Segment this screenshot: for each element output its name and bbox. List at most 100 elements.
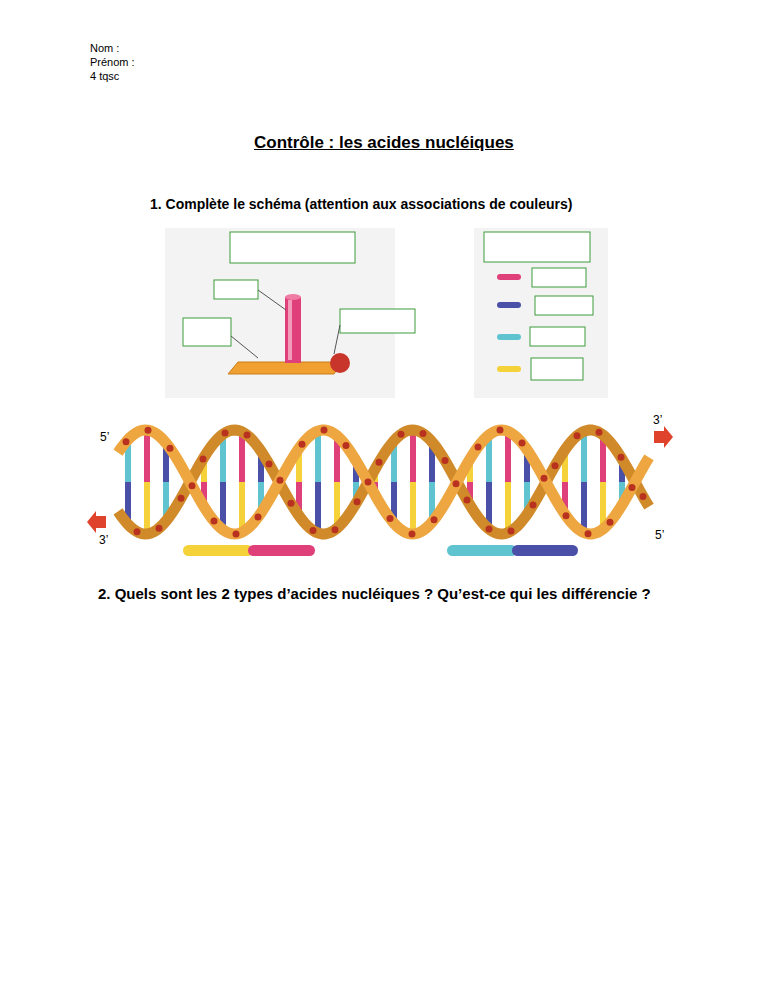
pair-bar (183, 545, 253, 556)
base-bar (497, 334, 521, 340)
question: 1. Complète le schéma (attention aux ass… (150, 196, 572, 212)
phosphate-dot (211, 517, 218, 524)
base-pair (581, 435, 587, 482)
sugar-plank (228, 362, 342, 374)
answer-box (340, 309, 415, 333)
phosphate-dot (552, 462, 559, 469)
base-pair (220, 482, 226, 526)
phosphate-dot (596, 429, 603, 436)
phosphate-dot (464, 496, 471, 503)
leader-line (334, 325, 340, 354)
pair-bar (512, 545, 578, 556)
base-pair (486, 482, 492, 525)
answer-box (531, 358, 583, 380)
answer-box (214, 280, 258, 299)
phosphate-dot (156, 525, 163, 532)
dna-helix (118, 427, 649, 538)
phosphate-dot (640, 493, 647, 500)
phosphate-dot (332, 526, 339, 533)
phosphate-dot (145, 427, 152, 434)
phosphate-dot (255, 514, 262, 521)
answer-box (532, 268, 586, 287)
phosphate-dot (409, 530, 416, 537)
phosphate-dot (266, 461, 273, 468)
header-field: Nom : (90, 42, 119, 54)
direction-arrow (654, 426, 673, 448)
phosphate-dot (134, 528, 141, 535)
page-title: Contrôle : les acides nucléiques (254, 133, 514, 153)
phosphate-dot (343, 442, 350, 449)
phosphate-dot (574, 432, 581, 439)
phosphate-dot (629, 484, 636, 491)
phosphate-dot (200, 455, 207, 462)
cylinder-top (285, 294, 301, 300)
direction-arrow (87, 511, 106, 533)
base-pair (486, 439, 492, 482)
backbone (118, 430, 649, 534)
class-name: 4 tqsc (90, 70, 119, 82)
base-pair (239, 436, 245, 482)
phosphate-dot (244, 431, 251, 438)
phosphate-dot (563, 512, 570, 519)
base-pair (581, 482, 587, 529)
phosphate-dot (310, 527, 317, 534)
base-pair (239, 482, 245, 528)
phosphate-dot (178, 495, 185, 502)
phosphate-dot (486, 526, 493, 533)
answer-box (535, 296, 593, 315)
base-pair (410, 434, 416, 482)
phosphate-dot (233, 530, 240, 537)
strand-end: 3’ (653, 413, 662, 427)
phosphate-dot (387, 515, 394, 522)
phosphate-dot (541, 475, 548, 482)
question: 2. Quels sont les 2 types d’acides nuclé… (80, 583, 690, 604)
base-pair (334, 440, 340, 482)
leader-line (258, 290, 286, 310)
phosphate-dot (189, 482, 196, 489)
base-pair (334, 482, 340, 524)
phosphate-dot (321, 427, 328, 434)
panel (474, 228, 608, 398)
phosphate-dot (420, 430, 427, 437)
phosphate-dot (288, 500, 295, 507)
leader-line (231, 336, 258, 358)
cylinder-shine (288, 300, 292, 360)
phosphate-dot (398, 431, 405, 438)
phosphate-dot (530, 502, 537, 509)
pair-bar (447, 545, 517, 556)
phosphate-dot (618, 454, 625, 461)
phosphate-dot (123, 438, 130, 445)
phosphate-dot (442, 457, 449, 464)
base-pair (600, 439, 606, 482)
phosphate-sphere (330, 353, 350, 373)
phosphate-dot (475, 443, 482, 450)
phosphate-dot (222, 429, 229, 436)
base-pair (144, 434, 150, 482)
base-cylinder (285, 297, 301, 363)
phosphate-dot (431, 516, 438, 523)
base-bar (497, 366, 521, 372)
phosphate-dot (277, 477, 284, 484)
phosphate-dot (376, 459, 383, 466)
answer-box (484, 232, 590, 262)
base-bar (497, 302, 521, 308)
base-bar (497, 274, 521, 280)
base-pair (315, 435, 321, 482)
phosphate-dot (354, 498, 361, 505)
phosphate-dot (299, 441, 306, 448)
answer-box (530, 327, 585, 346)
pair-bar (248, 545, 315, 556)
backbone (118, 430, 649, 534)
phosphate-dot (585, 530, 592, 537)
base-pair (315, 482, 321, 529)
base-pair (410, 482, 416, 530)
phosphate-dot (167, 445, 174, 452)
phosphate-dot (497, 427, 504, 434)
strand-end: 3’ (99, 533, 108, 547)
base-pair (505, 435, 511, 482)
answer-box (183, 318, 231, 346)
answer-box (230, 232, 355, 263)
strand-end: 5’ (655, 528, 664, 542)
header-field: Prénom : (90, 56, 135, 68)
phosphate-dot (508, 528, 515, 535)
